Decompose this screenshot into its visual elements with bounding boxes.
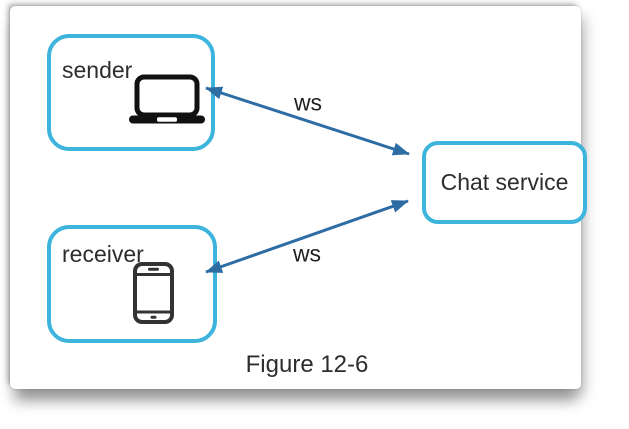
edge-label-ws-bottom: ws [292,240,322,267]
figure-caption: Figure 12-6 [245,351,369,378]
laptop-icon [129,74,205,124]
node-sender-label: sender [62,57,133,83]
figure-card: sender receiver Chat service [10,6,587,389]
node-chat-service: Chat service [422,141,587,224]
node-chat-service-label: Chat service [440,168,569,195]
smartphone-icon [133,262,174,324]
node-sender: sender [47,34,215,151]
node-receiver: receiver [47,225,217,343]
edge-label-ws-top: ws [293,89,323,116]
node-receiver-label: receiver [62,241,144,267]
